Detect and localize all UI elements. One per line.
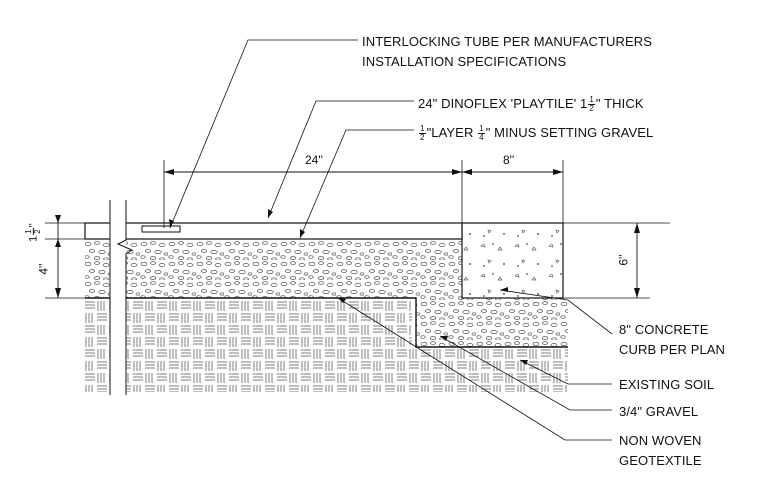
tube-callout: INTERLOCKING TUBE PER MANUFACTURERS INST… (362, 33, 652, 70)
dim-curb-width: 8'' (503, 153, 515, 167)
soil-callout: EXISTING SOIL (619, 377, 715, 392)
gravel-callout-mid: "LAYER (426, 125, 478, 140)
concrete-curb (461, 222, 564, 299)
curb-callout: 8" CONCRETE CURB PER PLAN (619, 321, 725, 358)
gravel34-callout: 3/4" GRAVEL (619, 404, 699, 419)
tile-callout-text: 24" DINOFLEX 'PLAYTILE' 1 (418, 96, 588, 111)
geotextile-callout: NON WOVEN GEOTEXTILE (619, 432, 702, 469)
existing-soil (85, 300, 568, 392)
geotextile-callout-line1: NON WOVEN (619, 433, 702, 448)
geotextile-callout-line2: GEOTEXTILE (619, 453, 702, 468)
gravel-base (85, 241, 568, 347)
dim-tile-width: 24'' (305, 153, 323, 167)
playtile (84, 222, 463, 240)
curb-callout-line1: 8" CONCRETE (619, 322, 709, 337)
geotextile-line (85, 297, 568, 348)
gravel-callout-text: " MINUS SETTING GRAVEL (485, 125, 654, 140)
interlocking-tube (141, 225, 181, 233)
tile-callout-suffix: " THICK (595, 96, 644, 111)
tube-callout-line1: INTERLOCKING TUBE PER MANUFACTURERS (362, 34, 653, 49)
curb-callout-line2: CURB PER PLAN (619, 342, 726, 357)
dim-curb-depth: 6'' (616, 254, 631, 266)
dim-gravel-depth: 4'' (36, 263, 51, 275)
tube-callout-line2: INSTALLATION SPECIFICATIONS (362, 54, 567, 69)
